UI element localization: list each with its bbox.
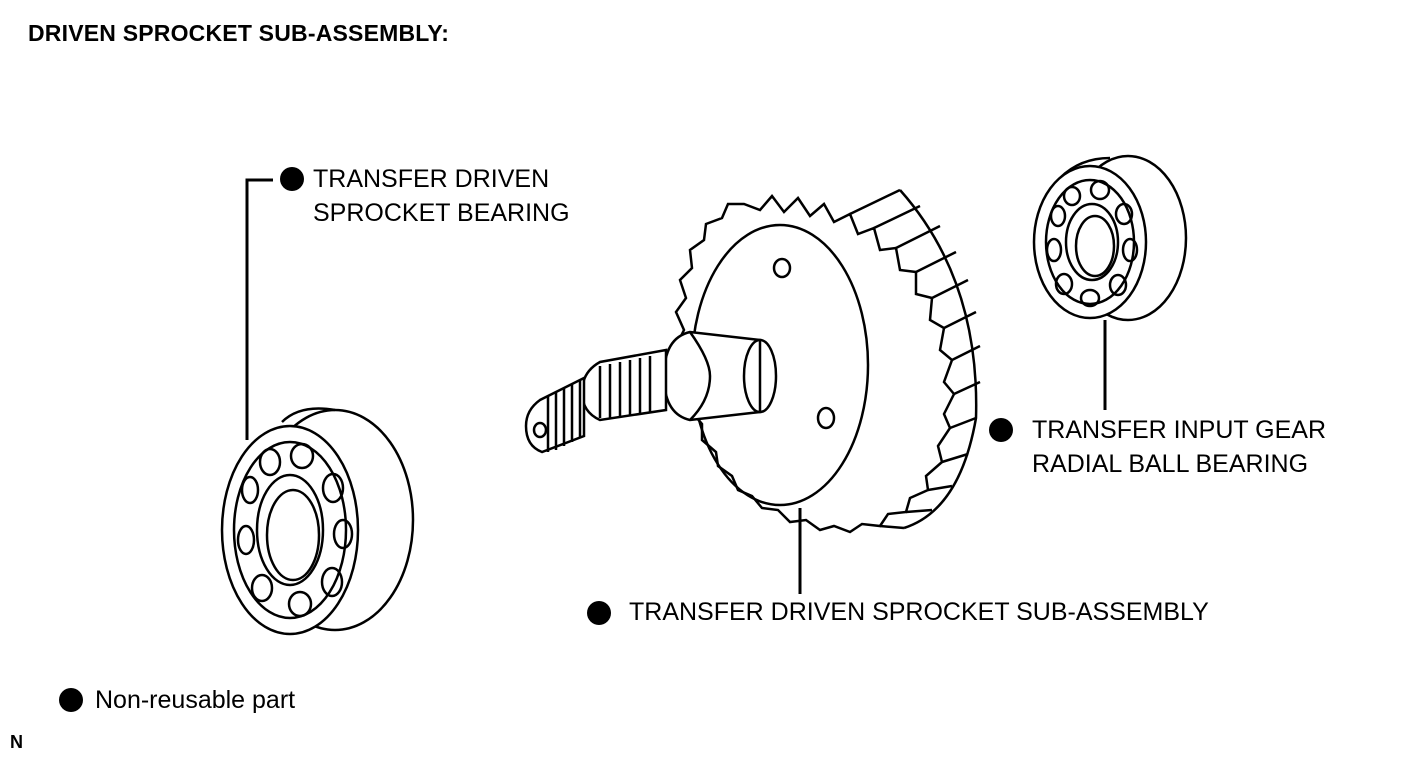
label-driven-sprocket: TRANSFER DRIVEN SPROCKET SUB-ASSEMBLY <box>629 598 1209 626</box>
label-driven-bearing-line2: SPROCKET BEARING <box>313 199 570 227</box>
non-reusable-marker <box>280 167 304 191</box>
non-reusable-marker <box>989 418 1013 442</box>
legend-symbol <box>59 688 83 712</box>
label-input-gear-bearing: TRANSFER INPUT GEAR RADIAL BALL BEARING <box>1032 413 1326 481</box>
legend-text: Non-reusable part <box>95 686 296 714</box>
label-input-bearing-line2: RADIAL BALL BEARING <box>1032 450 1309 478</box>
non-reusable-marker <box>587 601 611 625</box>
driven-bearing-drawing <box>220 407 415 636</box>
label-driven-bearing: TRANSFER DRIVEN SPROCKET BEARING <box>313 162 570 230</box>
driven-sprocket-drawing <box>524 188 981 534</box>
input-gear-bearing-drawing <box>1032 154 1188 322</box>
diagram-title: DRIVEN SPROCKET SUB-ASSEMBLY: <box>28 20 450 46</box>
label-input-bearing-line1: TRANSFER INPUT GEAR <box>1032 416 1327 444</box>
label-driven-bearing-line1: TRANSFER DRIVEN <box>313 165 550 193</box>
leader-line-driven-bearing <box>245 178 273 440</box>
corner-mark: N <box>10 732 23 752</box>
